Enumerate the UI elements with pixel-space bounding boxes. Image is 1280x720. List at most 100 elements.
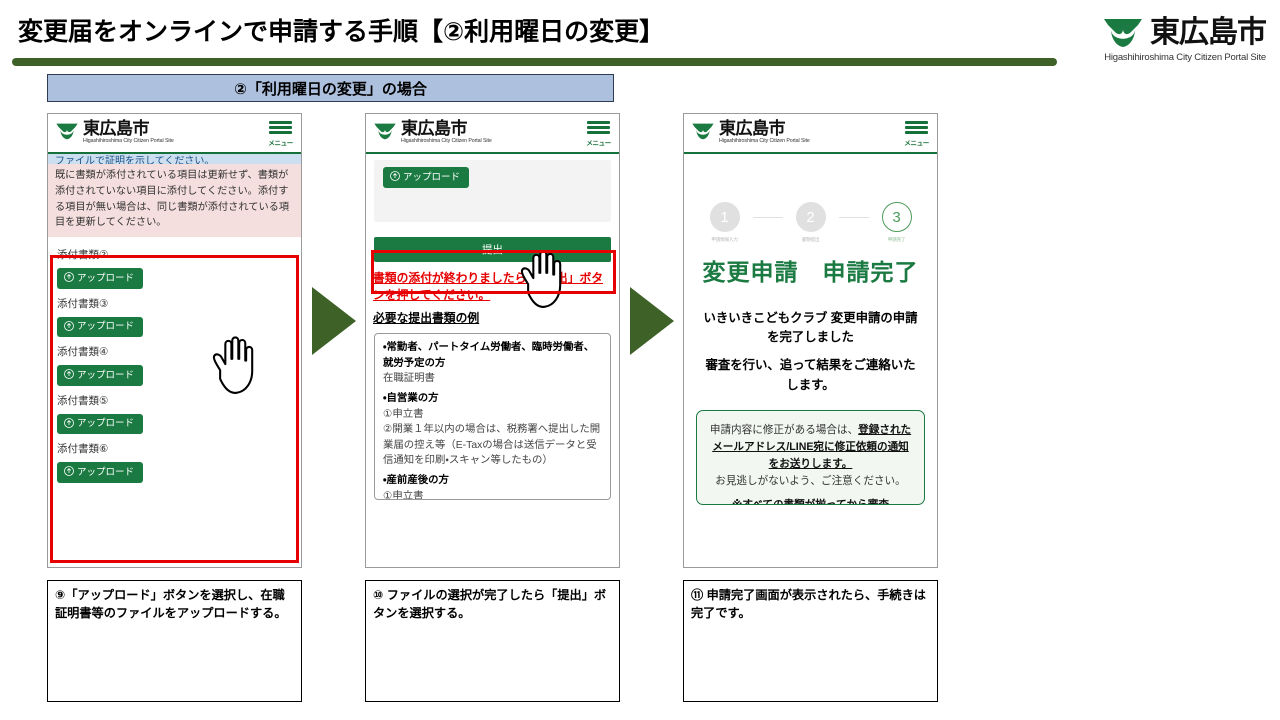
upload-button-last[interactable]: アップロード (383, 167, 470, 188)
page-content: 1 申請情報入力 2 書類提出 3 申請完了 変更申請 申請完了 いきいきこども… (684, 154, 937, 567)
step-1-label: 申請情報入力 (711, 237, 738, 242)
menu-bar (269, 121, 293, 124)
upload-button-6[interactable]: アップロード (57, 462, 144, 483)
blue-notice-partial: ファイルで証明を示してください。 (48, 154, 301, 164)
upload-button-5[interactable]: アップロード (57, 413, 144, 435)
red-instruction-text: 書類の添付が終わりましたら、「提出」ボタンを押してください。 (373, 271, 604, 303)
step-2-circle: 2 (795, 202, 826, 232)
submit-button[interactable]: 提出 (374, 237, 611, 262)
attachment-list: 添付書類② アップロード 添付書類③ アップロード 添付書類④ アップロード (48, 237, 301, 487)
city-logo: 東広島市 Higashihiroshima City Citizen Porta… (1102, 16, 1267, 63)
menu-bar (905, 131, 929, 134)
upload-button-3[interactable]: アップロード (57, 316, 144, 338)
docs-line: ①申立書 (383, 490, 424, 501)
caption-step-9: ⑨「アップロード」ボタンを選択し、在職証明書等のファイルをアップロードする。 (47, 580, 302, 702)
completion-message-line2: を完了しました (767, 330, 854, 345)
upload-button-label: アップロード (77, 418, 135, 430)
upload-arrow-icon (64, 272, 74, 285)
step-connector (752, 217, 783, 219)
step-2: 2 書類提出 (783, 202, 839, 243)
upload-arrow-icon (64, 369, 74, 382)
menu-label: メニュー (586, 140, 611, 147)
page-content: アップロード 提出 書類の添付が終わりましたら、「提出」ボタンを押してください。… (366, 154, 619, 567)
attachment-label-6: 添付書類⑥ (57, 443, 109, 456)
correction-notice-part-d: ※すべての書類が揃ってから審査 (732, 498, 889, 505)
required-docs-heading: 必要な提出書類の例 (373, 311, 480, 326)
menu-bar (587, 131, 611, 134)
phone-screenshot-1: 東広島市 Higashihiroshima City Citizen Porta… (47, 113, 302, 568)
page-title: 変更届をオンラインで申請する手順【②利用曜日の変更】 (18, 18, 665, 46)
attachment-label-2: 添付書類② (57, 249, 109, 262)
menu-bar (587, 121, 611, 124)
site-title: 東広島市 (719, 119, 785, 138)
docs-line: ・産前産後の方 (383, 475, 449, 487)
review-message-line2: します。 (786, 377, 835, 392)
site-header: 東広島市 Higashihiroshima City Citizen Porta… (684, 114, 937, 154)
docs-line: ・自営業の方 (383, 393, 439, 405)
city-leaf-mark-icon (373, 120, 397, 146)
upload-arrow-icon (390, 171, 400, 184)
upload-button-4[interactable]: アップロード (57, 365, 144, 386)
caption-step-11: ⑪ 申請完了画面が表示されたら、手続きは完了です。 (683, 580, 938, 702)
attachment-label-5: 添付書類⑤ (57, 394, 109, 407)
page-content: ファイルで証明を示してください。 既に書類が添付されている項目は更新せず、書類が… (48, 154, 301, 567)
site-header: 東広島市 Higashihiroshima City Citizen Porta… (366, 114, 619, 154)
hamburger-menu-icon[interactable]: メニュー (268, 121, 293, 147)
city-leaf-mark-icon (691, 120, 715, 146)
city-leaf-mark-icon (1102, 16, 1144, 50)
attachment-label-4: 添付書類④ (57, 346, 109, 359)
upload-arrow-icon (64, 417, 74, 431)
site-header: 東広島市 Higashihiroshima City Citizen Porta… (48, 114, 301, 154)
upload-button-2[interactable]: アップロード (57, 268, 144, 289)
upload-arrow-icon (64, 320, 74, 334)
site-subtitle: Higashihiroshima City Citizen Portal Sit… (719, 138, 810, 145)
completion-message: いきいきこどもクラブ 変更申請の申請 を完了しました (696, 309, 925, 347)
right-triangle-arrow-icon (630, 287, 674, 355)
step-connector (838, 217, 869, 219)
site-subtitle: Higashihiroshima City Citizen Portal Sit… (83, 138, 174, 145)
step-3-circle: 3 (881, 202, 912, 232)
correction-notice-part-c: お見逃しがないよう、ご注意ください。 (715, 475, 906, 488)
menu-bar (905, 121, 929, 124)
review-message: 審査を行い、追って結果をご連絡いた します。 (696, 356, 925, 394)
upload-arrow-icon (64, 466, 74, 479)
site-title: 東広島市 (401, 119, 467, 138)
site-subtitle: Higashihiroshima City Citizen Portal Sit… (401, 138, 492, 145)
docs-line: 在職証明書 (383, 373, 435, 385)
correction-notice-part-a: 申請内容に修正がある場合は、 (709, 423, 859, 436)
logo-subtitle: Higashihiroshima City Citizen Portal Sit… (1104, 52, 1266, 63)
menu-bar (269, 131, 293, 134)
completion-title: 変更申請 申請完了 (702, 259, 919, 285)
step-1-circle: 1 (709, 202, 740, 232)
completion-message-line1: いきいきこどもクラブ 変更申請の申請 (703, 311, 918, 325)
site-title: 東広島市 (83, 119, 149, 138)
step-3: 3 申請完了 (869, 202, 925, 243)
hamburger-menu-icon[interactable]: メニュー (904, 121, 929, 147)
step-2-label: 書類提出 (801, 237, 820, 242)
docs-line: ・常勤者、パートタイム労働者、臨時労働者、就労予定の方 (383, 342, 595, 369)
menu-bar (269, 126, 293, 129)
caption-step-10: ⑩ ファイルの選択が完了したら「提出」ボタンを選択する。 (365, 580, 620, 702)
submit-button-label: 提出 (482, 244, 503, 256)
section-banner: ②「利用曜日の変更」の場合 (47, 74, 614, 102)
upload-button-label: アップロード (77, 369, 135, 381)
hamburger-menu-icon[interactable]: メニュー (586, 121, 611, 147)
menu-label: メニュー (268, 140, 293, 147)
correction-notice-card: 申請内容に修正がある場合は、登録されたメールアドレス/LINE宛に修正依頼の通知… (696, 409, 925, 505)
last-attachment-block: アップロード (374, 160, 611, 222)
attachment-label-3: 添付書類③ (57, 297, 109, 310)
progress-stepper: 1 申請情報入力 2 書類提出 3 申請完了 (684, 202, 937, 243)
right-triangle-arrow-icon (312, 287, 356, 355)
docs-line: ②開業１年以内の場合は、税務署へ提出した開業届の控え等（E-Taxの場合は送信デ… (383, 424, 601, 467)
upload-button-label: アップロード (77, 321, 135, 333)
correction-notice-part-b: 登録されたメールアドレス/LINE宛に修正依頼の通知をお送りします。 (712, 423, 912, 471)
city-leaf-mark-icon (55, 120, 79, 146)
upload-button-label: アップロード (77, 272, 135, 284)
pink-notice: 既に書類が添付されている項目は更新せず、書類が添付されていない項目に添付してくだ… (48, 164, 301, 238)
phone-screenshot-2: 東広島市 Higashihiroshima City Citizen Porta… (365, 113, 620, 568)
required-docs-card: ・常勤者、パートタイム労働者、臨時労働者、就労予定の方 在職証明書 ・自営業の方… (374, 333, 611, 501)
correction-notice-text: 申請内容に修正がある場合は、登録されたメールアドレス/LINE宛に修正依頼の通知… (709, 422, 912, 473)
menu-label: メニュー (904, 140, 929, 147)
menu-bar (587, 126, 611, 129)
menu-bar (905, 126, 929, 129)
